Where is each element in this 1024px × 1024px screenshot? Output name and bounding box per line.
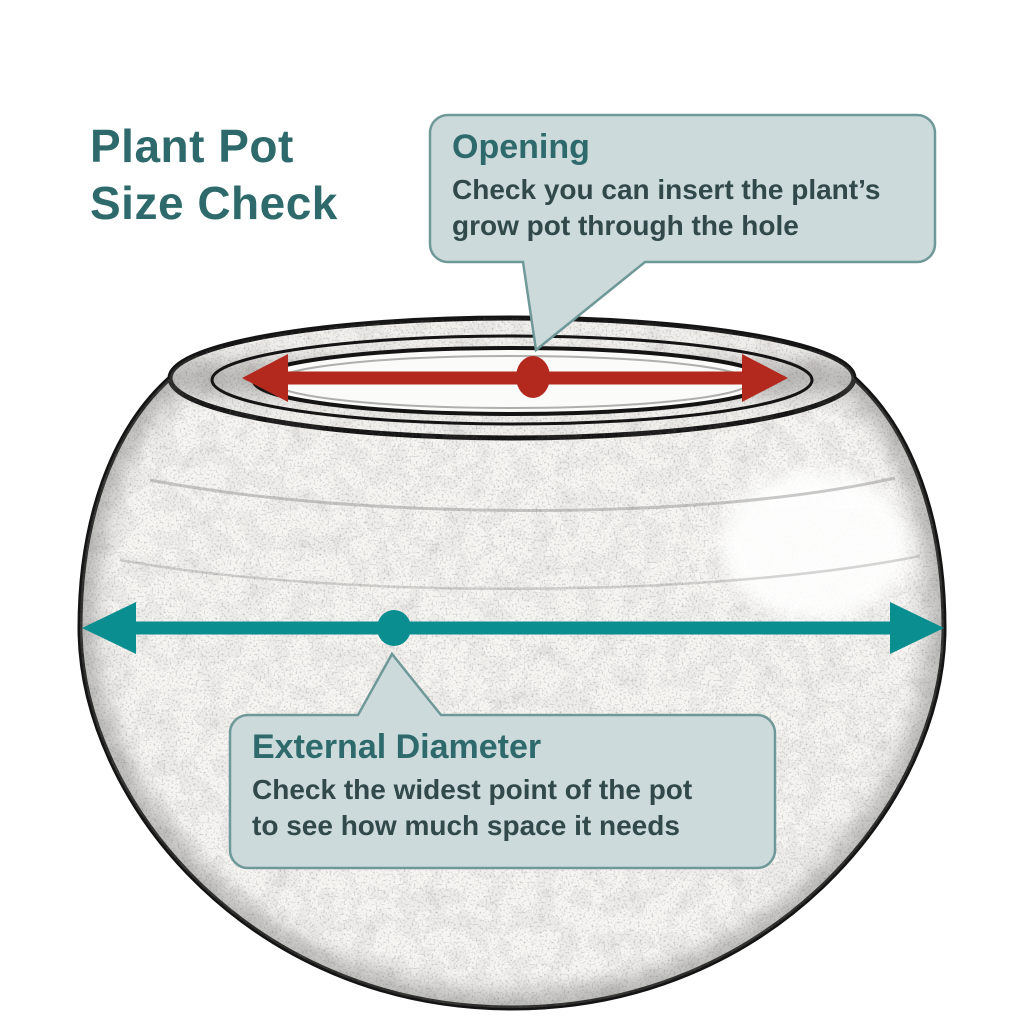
- diameter-marker-dot: [377, 610, 411, 646]
- opening-arrow: [242, 354, 788, 402]
- diameter-arrowhead-left: [82, 602, 136, 654]
- pot-texture: [80, 318, 944, 1008]
- opening-callout: Opening Check you can insert the plant’s…: [452, 126, 922, 244]
- pot-sketch: [77, 315, 947, 1011]
- page-title-line2: Size Check: [90, 177, 338, 229]
- opening-callout-bubble: [428, 113, 937, 353]
- diameter-arrow: [82, 602, 944, 654]
- opening-callout-heading: Opening: [452, 128, 590, 166]
- opening-marker-dot: [516, 356, 550, 398]
- external-diameter-callout-body-line1: Check the widest point of the pot: [252, 774, 693, 805]
- opening-callout-body-line1: Check you can insert the plant’s: [452, 174, 881, 205]
- pot-rim-inner-ring: [210, 334, 814, 426]
- external-diameter-callout: External Diameter Check the widest point…: [252, 726, 762, 844]
- external-diameter-callout-bubble: [228, 651, 777, 870]
- opening-callout-body-line2: grow pot through the hole: [452, 210, 799, 241]
- page-title-line1: Plant Pot: [90, 120, 294, 172]
- opening-arrowhead-left: [242, 354, 288, 402]
- diameter-arrowhead-right: [890, 602, 944, 654]
- opening-arrowhead-right: [742, 354, 788, 402]
- external-diameter-callout-body-line2: to see how much space it needs: [252, 810, 680, 841]
- external-diameter-callout-heading: External Diameter: [252, 728, 542, 766]
- page-title: Plant Pot Size Check: [90, 118, 338, 232]
